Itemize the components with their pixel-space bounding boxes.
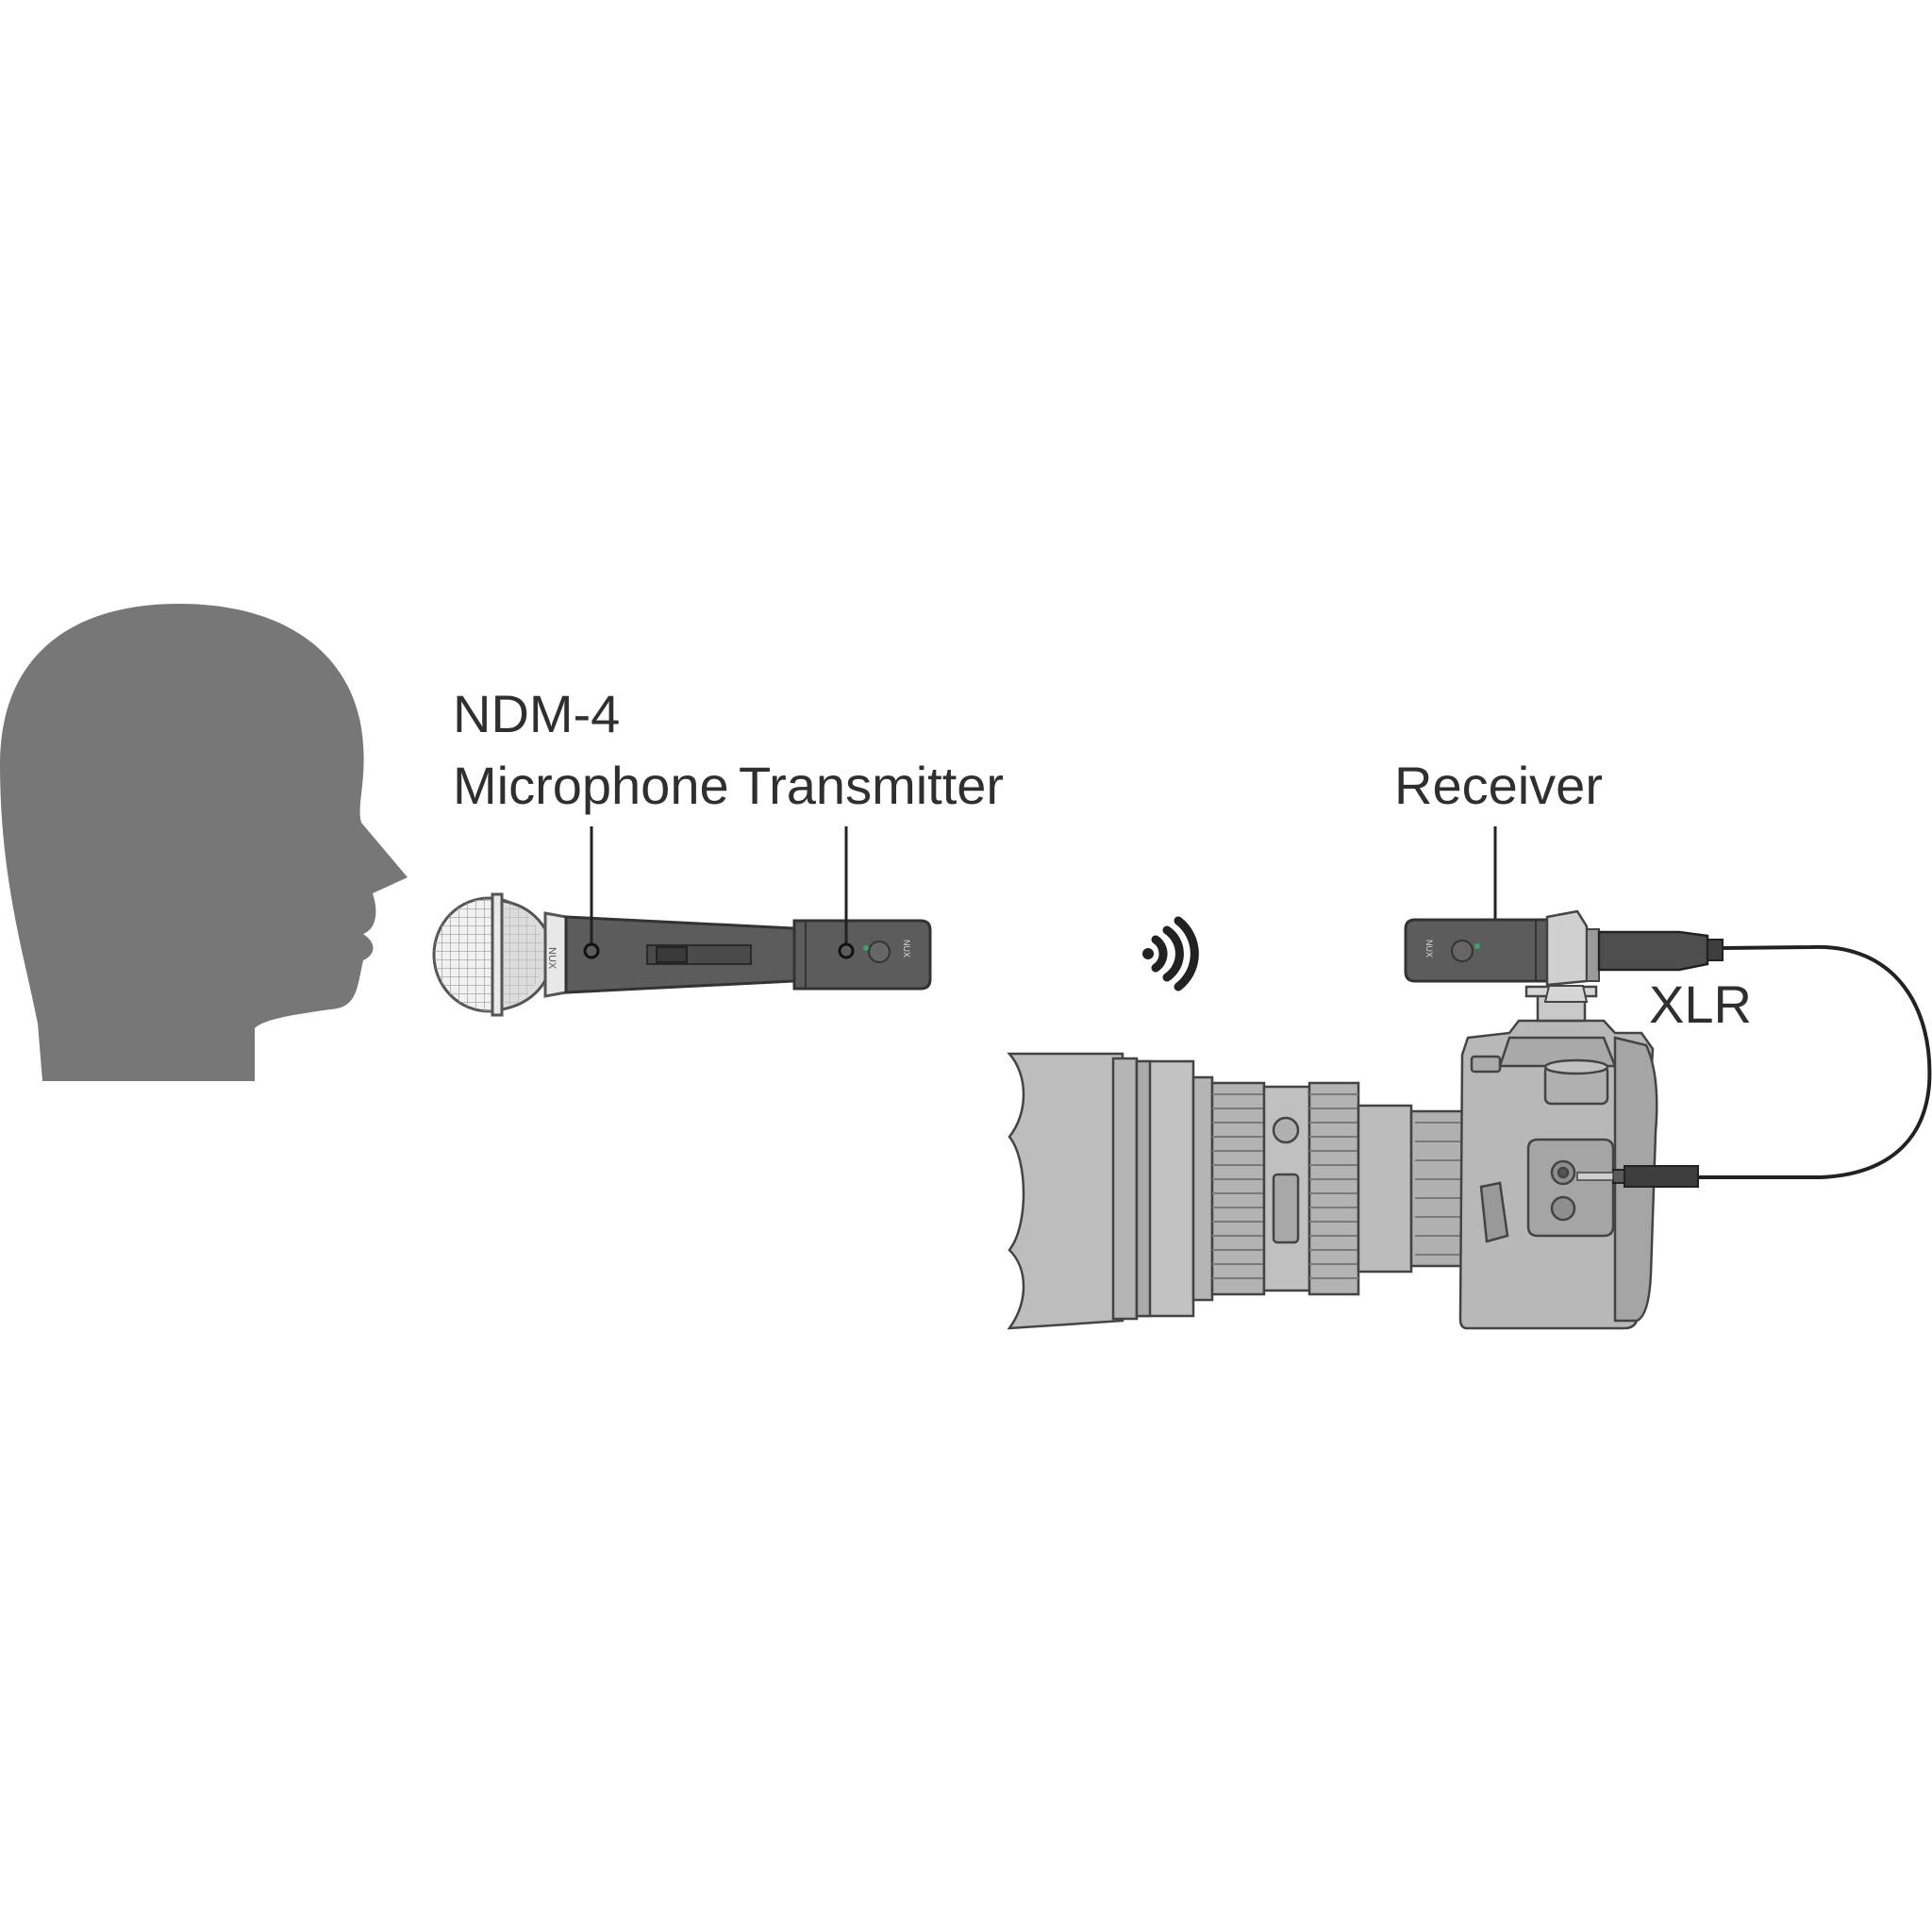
transmitter-unit: NUX [792, 919, 932, 991]
transmitter-power-button [868, 941, 891, 963]
receiver-label: Receiver [1394, 756, 1603, 815]
transmitter-label: Transmitter [739, 756, 1004, 815]
lens-hood [1007, 1052, 1124, 1330]
camera-port-panel [1526, 1138, 1615, 1238]
transmitter-led [863, 945, 869, 951]
mic-brand-text: NUX [546, 947, 558, 970]
handheld-microphone: NUX [432, 892, 796, 1017]
head-silhouette [0, 604, 408, 1081]
transmitter-brand-text: NUX [902, 940, 911, 958]
receiver-xlr-plug [1545, 909, 1589, 987]
jack-plug [1624, 1165, 1699, 1188]
receiver-power-button [1451, 940, 1474, 962]
xlr-female-connector [1597, 930, 1709, 972]
receiver-brand-text: NUX [1424, 940, 1434, 958]
microphone-label: Microphone [453, 756, 729, 815]
dslr-camera [1007, 985, 1658, 1330]
xlr-label: XLR [1649, 974, 1752, 1034]
xlr-cable [1576, 930, 1932, 1188]
lens-focus-ring [1210, 1081, 1266, 1296]
wireless-signal-icon [1142, 916, 1199, 991]
model-label: NDM-4 [453, 684, 620, 743]
receiver-unit: NUX [1404, 909, 1600, 1003]
cable-line [1698, 944, 1932, 1179]
receiver-led [1474, 943, 1480, 949]
lens-zoom-ring [1307, 1081, 1360, 1296]
